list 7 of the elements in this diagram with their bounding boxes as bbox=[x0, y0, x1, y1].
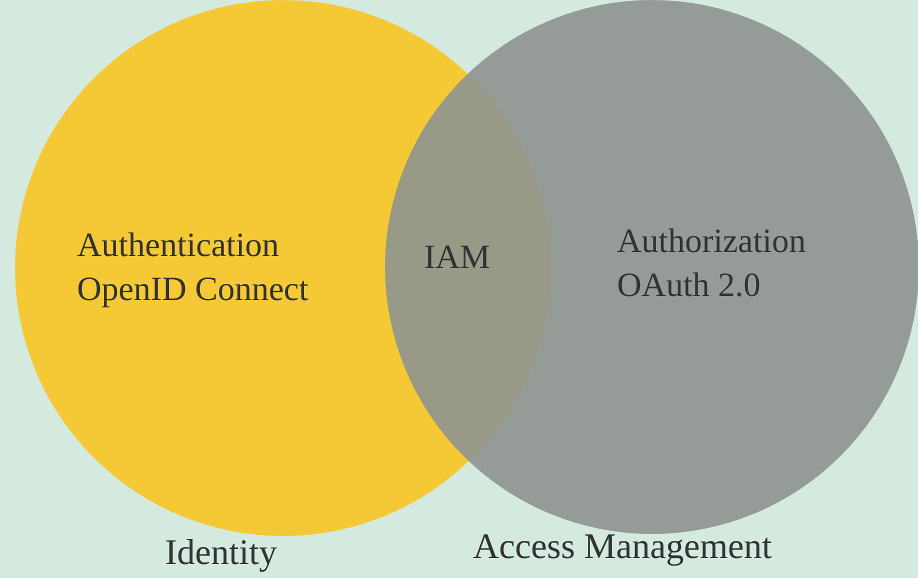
set-caption: Access Management bbox=[473, 525, 772, 568]
overlap-label: IAM bbox=[424, 238, 490, 278]
circle-heading: Authorization bbox=[617, 222, 806, 262]
circle-heading: Authentication bbox=[77, 226, 280, 266]
circle-subtext: OpenID Connect bbox=[77, 270, 308, 310]
circle-subtext: OAuth 2.0 bbox=[617, 266, 761, 306]
set-caption: Identity bbox=[165, 531, 277, 574]
